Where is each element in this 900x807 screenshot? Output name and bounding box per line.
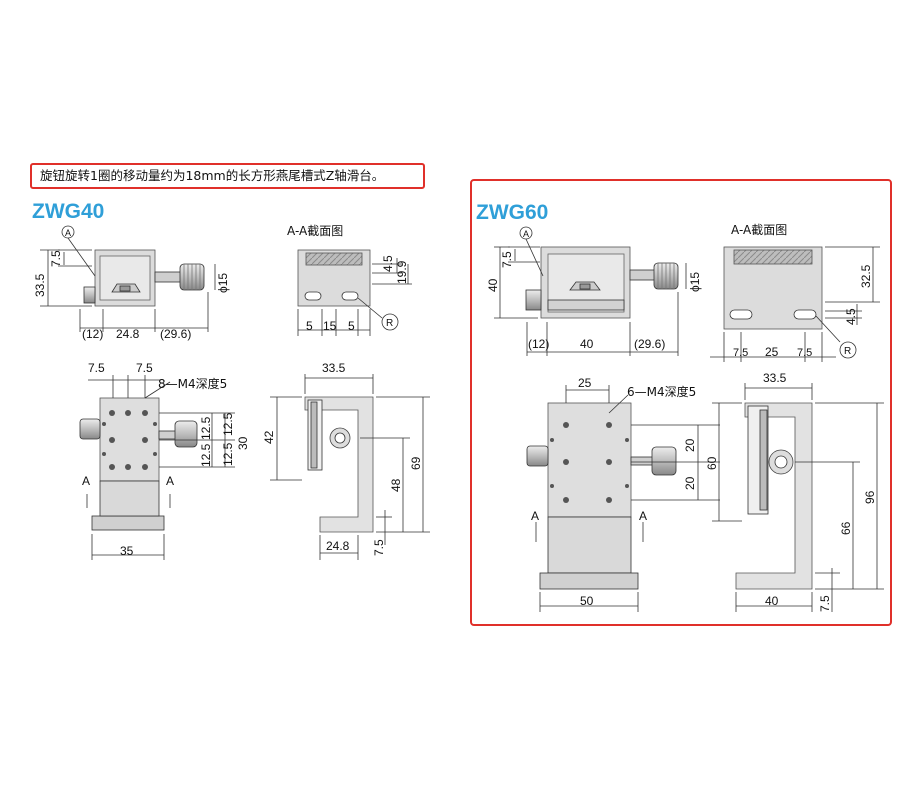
zwg60-section-view — [710, 246, 880, 362]
zwg40-dim-30: 30 — [236, 436, 250, 450]
zwg40-top-view — [40, 225, 216, 332]
zwg60-section-title: A-A截面图 — [731, 223, 787, 237]
zwg60-dim-7-5-a: 7.5 — [733, 347, 748, 359]
zwg40-dim-15: 15 — [323, 319, 337, 333]
zwg40-dim-42: 42 — [262, 430, 276, 444]
zwg60-top-view — [494, 226, 687, 356]
zwg40-dim-29-6: (29.6) — [160, 327, 191, 341]
zwg40-dim-19-9: 19.9 — [395, 260, 409, 284]
zwg60-circle-a-label: A — [523, 229, 529, 239]
zwg40-dim-12-5-a: 12.5 — [199, 416, 213, 440]
zwg60-cut-a-right: A — [639, 509, 647, 523]
zwg40-front-view — [79, 375, 235, 560]
zwg40-section-title: A-A截面图 — [287, 224, 343, 238]
zwg60-dim-50: 50 — [580, 594, 594, 608]
zwg40-thread-spec: 8—M4深度5 — [158, 376, 227, 391]
zwg60-dim-20-b: 20 — [683, 476, 697, 490]
zwg60-highlight-box — [470, 179, 892, 626]
zwg60-dim-side-33-5: 33.5 — [763, 371, 787, 385]
zwg40-dim-69: 69 — [409, 456, 423, 470]
zwg40-dim-7-5-left: 7.5 — [88, 361, 105, 375]
zwg60-dim-25: 25 — [765, 345, 779, 359]
zwg60-dim-40-bottom: 40 — [580, 337, 594, 351]
zwg40-dim-7-5-right: 7.5 — [136, 361, 153, 375]
zwg40-dim-7-5-bottom: 7.5 — [372, 539, 386, 556]
zwg40-section-view — [297, 249, 412, 336]
zwg40-radius-r-label: R — [386, 318, 393, 329]
zwg40-dim-side-33-5: 33.5 — [322, 361, 346, 375]
zwg40-dim-33-5: 33.5 — [33, 273, 47, 297]
zwg60-knob-diameter: ϕ15 — [688, 272, 702, 292]
zwg60-dim-7-5-side: 7.5 — [818, 595, 832, 612]
zwg60-dim-40: 40 — [486, 278, 500, 292]
zwg40-dim-35: 35 — [120, 544, 134, 558]
zwg40-dim-24-8: 24.8 — [116, 327, 140, 341]
zwg40-dim-12-5-d: 12.5 — [221, 442, 235, 466]
zwg40-dim-24-8-bottom: 24.8 — [326, 539, 350, 553]
zwg60-dim-32-5: 32.5 — [859, 264, 873, 288]
zwg60-dim-20-a: 20 — [683, 438, 697, 452]
zwg60-dim-7-5-b: 7.5 — [797, 347, 812, 359]
zwg60-radius-r-label: R — [844, 346, 851, 357]
zwg60-dim-96: 96 — [863, 490, 877, 504]
zwg40-circle-a-label: A — [65, 228, 71, 238]
zwg60-side-view — [712, 383, 884, 612]
zwg40-side-view — [270, 374, 430, 560]
zwg60-dim-25-front: 25 — [578, 376, 592, 390]
zwg40-dim-4-5: 4.5 — [381, 255, 395, 272]
zwg40-dim-12-5-c: 12.5 — [199, 443, 213, 467]
zwg40-dim-5a: 5 — [306, 319, 313, 333]
zwg60-dim-12: (12) — [528, 337, 549, 351]
zwg40-dim-7-5: 7.5 — [49, 250, 63, 267]
zwg60-model-title: ZWG60 — [476, 201, 549, 224]
zwg40-cut-a-left: A — [82, 474, 90, 488]
zwg40-cut-a-right: A — [166, 474, 174, 488]
zwg40-dim-48: 48 — [389, 478, 403, 492]
zwg60-dim-60: 60 — [705, 456, 719, 470]
zwg40-model-title: ZWG40 — [32, 200, 105, 223]
description-note: 旋钮旋转1圈的移动量约为18mm的长方形燕尾槽式Z轴滑台。 — [30, 163, 425, 189]
zwg60-dim-40-side: 40 — [765, 594, 779, 608]
zwg60-cut-a-left: A — [531, 509, 539, 523]
zwg60-dim-4-5: 4.5 — [844, 308, 858, 325]
zwg40-knob-diameter: ϕ15 — [216, 273, 230, 293]
zwg40-dim-12-5-b: 12.5 — [221, 412, 235, 436]
zwg60-thread-spec: 6—M4深度5 — [627, 384, 696, 399]
zwg60-dim-7-5: 7.5 — [500, 251, 514, 268]
zwg60-dim-66: 66 — [839, 521, 853, 535]
zwg60-front-view — [526, 385, 720, 612]
zwg40-dim-5b: 5 — [348, 319, 355, 333]
zwg40-dim-12: (12) — [82, 327, 103, 341]
zwg60-dim-29-6: (29.6) — [634, 337, 665, 351]
